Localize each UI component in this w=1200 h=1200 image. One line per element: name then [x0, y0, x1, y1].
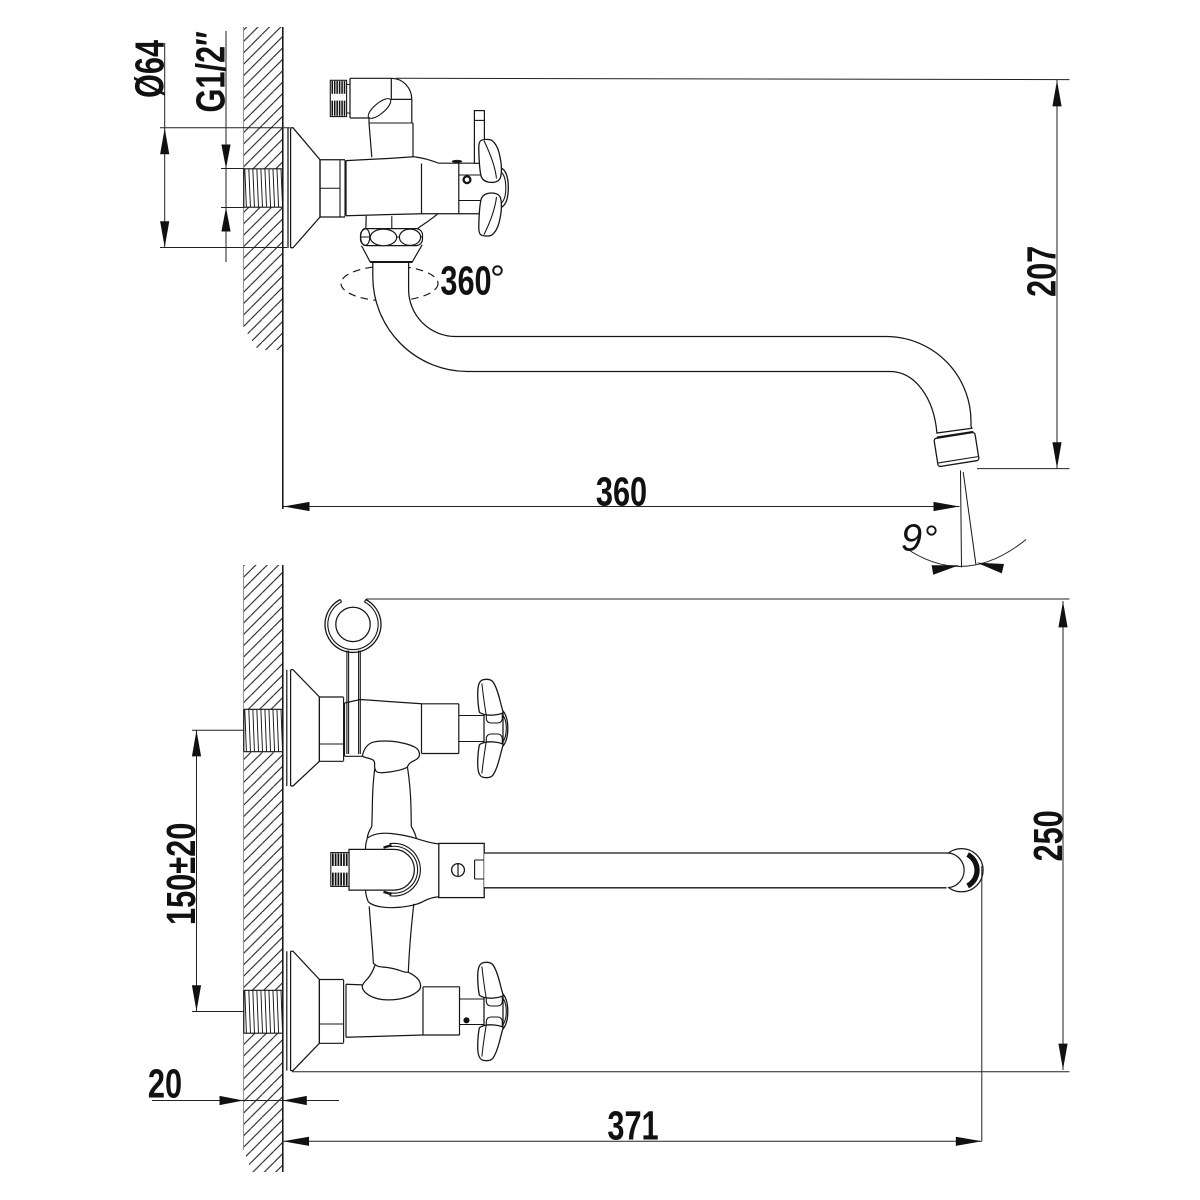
- svg-text:Ø64: Ø64: [126, 40, 172, 98]
- svg-text:20: 20: [148, 1060, 182, 1106]
- svg-text:360: 360: [596, 468, 647, 514]
- svg-text:360: 360: [440, 257, 491, 303]
- svg-text:9: 9: [901, 518, 922, 560]
- svg-text:G1/2″: G1/2″: [187, 31, 233, 112]
- svg-text:250: 250: [1024, 810, 1070, 861]
- svg-text:207: 207: [1018, 246, 1064, 297]
- svg-text:150±20: 150±20: [158, 823, 204, 925]
- svg-text:371: 371: [607, 1102, 658, 1148]
